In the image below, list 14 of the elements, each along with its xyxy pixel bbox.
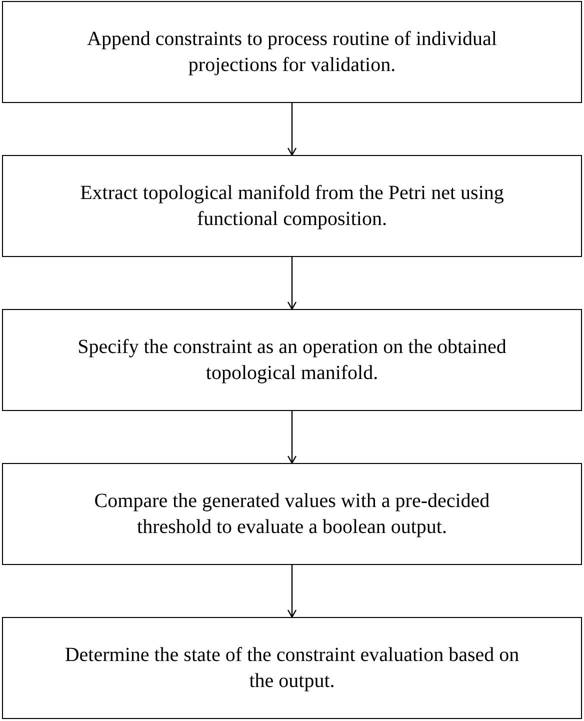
box-text: Determine the state of the constraint evaluation based on the output. [64,643,520,694]
arrow [287,103,297,156]
arrow [287,565,297,618]
box-text: Specify the constraint as an operation on the obtained topological manifold. [76,335,508,386]
arrow [287,411,297,464]
process-box [2,617,582,719]
process-box [2,155,582,257]
process-box [2,1,582,103]
arrow [287,257,297,310]
box-text: Append constraints to process routine of individual projections for validation. [86,27,498,78]
box-text: Compare the generated values with a pre-decided threshold to evaluate a boolean output. [93,489,491,540]
process-box [2,309,582,411]
box-text: Extract topological manifold from the Petri net using functional composition. [79,181,505,232]
process-box [2,463,582,565]
